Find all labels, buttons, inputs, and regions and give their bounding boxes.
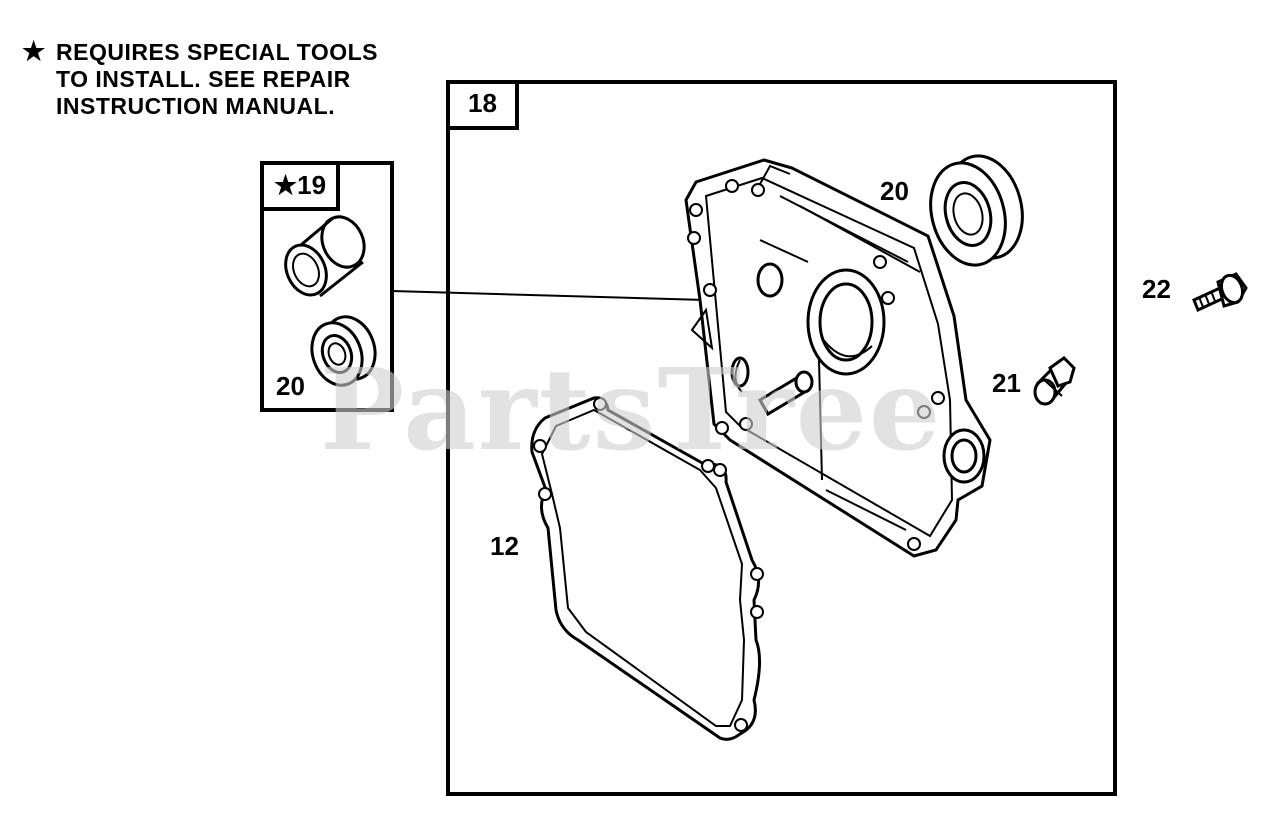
crankcase-bolt-holes bbox=[687, 179, 945, 551]
crankcase-cover-part bbox=[684, 158, 992, 558]
main-assembly-frame bbox=[446, 80, 1117, 796]
note-line-3: INSTRUCTION MANUAL. bbox=[56, 93, 336, 119]
star-icon: ★ bbox=[22, 36, 46, 66]
special-tools-note: ★REQUIRES SPECIAL TOOLS TO INSTALL. SEE … bbox=[22, 38, 378, 120]
main-assembly-label-box bbox=[446, 80, 519, 130]
gasket-inner-edge bbox=[540, 408, 746, 727]
callout-20-main: 20 bbox=[880, 176, 909, 206]
callout-21: 21 bbox=[992, 368, 1021, 398]
bolt-part bbox=[1192, 272, 1248, 313]
watermark: PartsTree bbox=[320, 345, 943, 476]
kit-oil-seal-part bbox=[310, 315, 377, 387]
callout-12: 12 bbox=[490, 531, 519, 561]
plug-part bbox=[1033, 356, 1076, 406]
callout-22: 22 bbox=[1142, 274, 1171, 304]
gasket-bolt-holes bbox=[533, 397, 764, 732]
kit-label: ★19 bbox=[273, 170, 327, 200]
note-line-1: ★REQUIRES SPECIAL TOOLS bbox=[22, 36, 378, 66]
bushing-part bbox=[284, 215, 366, 298]
oil-seal-part bbox=[929, 154, 1024, 267]
callout-20-kit: 20 bbox=[276, 371, 305, 401]
kit-label-box bbox=[260, 161, 340, 211]
note-line-2: TO INSTALL. SEE REPAIR bbox=[56, 66, 351, 92]
main-assembly-label: 18 bbox=[468, 88, 497, 118]
